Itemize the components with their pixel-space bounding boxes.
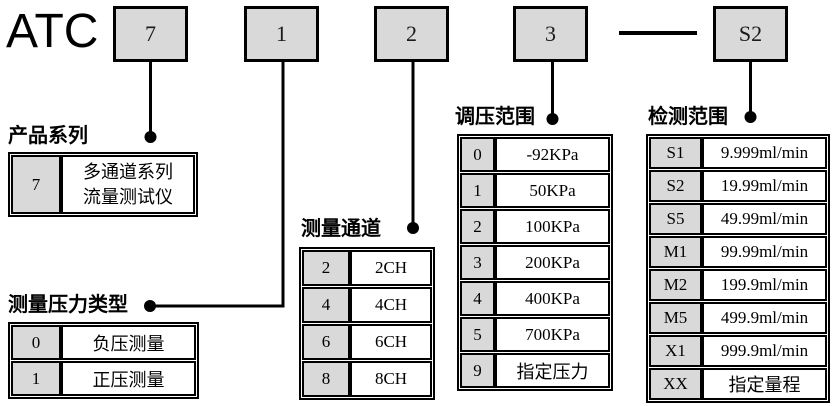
table-row: 6 6CH (302, 324, 432, 360)
value-cell: 199.9ml/min (702, 269, 827, 301)
brand-label: ATC (6, 5, 99, 58)
table-row: X1 999.9ml/min (649, 335, 827, 367)
value-cell: 指定压力 (495, 353, 610, 388)
value-cell: 999.9ml/min (702, 335, 827, 367)
value-cell: 4CH (350, 287, 432, 323)
channels-table: 2 2CH 4 4CH 6 6CH 8 8CH (299, 247, 435, 400)
code-cell: 0 (11, 325, 61, 360)
code-cell: 0 (460, 137, 495, 172)
code-cell: S1 (649, 137, 702, 169)
section-header-pressure-type: 测量压力类型 (8, 294, 128, 316)
code-cell: 9 (460, 353, 495, 388)
table-row: 7 多通道系列 流量测试仪 (11, 155, 195, 214)
code-cell: 1 (11, 361, 61, 396)
connector-dot-detection-range (744, 111, 757, 123)
table-row: 4 4CH (302, 287, 432, 323)
code-cell: 8 (302, 361, 350, 397)
table-row: 1 正压测量 (11, 361, 196, 396)
value-cell: 100KPa (495, 209, 610, 244)
value-cell: 2CH (350, 250, 432, 286)
table-row: 4 400KPa (460, 281, 610, 316)
product-series-table: 7 多通道系列 流量测试仪 (8, 152, 198, 217)
table-row: 3 200KPa (460, 245, 610, 280)
table-row: 1 50KPa (460, 173, 610, 208)
section-header-detection-range: 检测范围 (648, 106, 728, 128)
section-header-channels: 测量通道 (301, 218, 381, 240)
model-box-series: 7 (113, 6, 188, 62)
section-header-pressure-range: 调压范围 (455, 106, 535, 128)
table-row: S5 49.99ml/min (649, 203, 827, 235)
code-cell: M1 (649, 236, 702, 268)
code-cell: S2 (649, 170, 702, 202)
value-cell: 6CH (350, 324, 432, 360)
model-box-channels: 2 (374, 6, 449, 62)
connector-dot-pressure-range (546, 113, 559, 125)
code-cell: 3 (460, 245, 495, 280)
value-cell: 8CH (350, 361, 432, 397)
table-row: 9 指定压力 (460, 353, 610, 388)
detection-range-table: S1 9.999ml/min S2 19.99ml/min S5 49.99ml… (646, 134, 830, 403)
table-row: XX 指定量程 (649, 368, 827, 400)
table-row: 0 -92KPa (460, 137, 610, 172)
value-cell: 700KPa (495, 317, 610, 352)
pressure-type-table: 0 负压测量 1 正压测量 (8, 322, 199, 399)
table-row: M1 99.99ml/min (649, 236, 827, 268)
table-row: 5 700KPa (460, 317, 610, 352)
connector-dot-pressure-type (144, 300, 156, 312)
model-box-pressure-range: 3 (513, 6, 588, 62)
table-row: M5 499.9ml/min (649, 302, 827, 334)
code-cell: 4 (460, 281, 495, 316)
code-cell: XX (649, 368, 702, 400)
table-row: 0 负压测量 (11, 325, 196, 360)
connector-dot-channels (407, 222, 419, 234)
code-cell: 6 (302, 324, 350, 360)
code-cell: M2 (649, 269, 702, 301)
table-row: 8 8CH (302, 361, 432, 397)
value-cell: 499.9ml/min (702, 302, 827, 334)
value-cell: 多通道系列 流量测试仪 (61, 155, 195, 214)
value-cell: 49.99ml/min (702, 203, 827, 235)
code-cell: 7 (11, 155, 61, 214)
value-cell: -92KPa (495, 137, 610, 172)
table-row: M2 199.9ml/min (649, 269, 827, 301)
value-cell: 正压测量 (61, 361, 196, 396)
code-cell: X1 (649, 335, 702, 367)
code-cell: 4 (302, 287, 350, 323)
code-cell: S5 (649, 203, 702, 235)
value-cell: 9.999ml/min (702, 137, 827, 169)
section-header-product-series: 产品系列 (8, 125, 88, 147)
value-cell: 负压测量 (61, 325, 196, 360)
table-row: S2 19.99ml/min (649, 170, 827, 202)
value-cell: 200KPa (495, 245, 610, 280)
connector-dot-series (144, 131, 157, 143)
value-cell: 400KPa (495, 281, 610, 316)
table-row: S1 9.999ml/min (649, 137, 827, 169)
code-cell: 5 (460, 317, 495, 352)
model-box-pressure-type: 1 (244, 6, 319, 62)
table-row: 2 100KPa (460, 209, 610, 244)
code-cell: 2 (302, 250, 350, 286)
code-cell: M5 (649, 302, 702, 334)
value-cell: 指定量程 (702, 368, 827, 400)
pressure-range-table: 0 -92KPa 1 50KPa 2 100KPa 3 200KPa 4 400… (457, 134, 613, 391)
value-cell: 50KPa (495, 173, 610, 208)
table-row: 2 2CH (302, 250, 432, 286)
code-cell: 2 (460, 209, 495, 244)
model-box-detection-range: S2 (713, 6, 788, 62)
code-cell: 1 (460, 173, 495, 208)
value-cell: 19.99ml/min (702, 170, 827, 202)
value-cell: 99.99ml/min (702, 236, 827, 268)
